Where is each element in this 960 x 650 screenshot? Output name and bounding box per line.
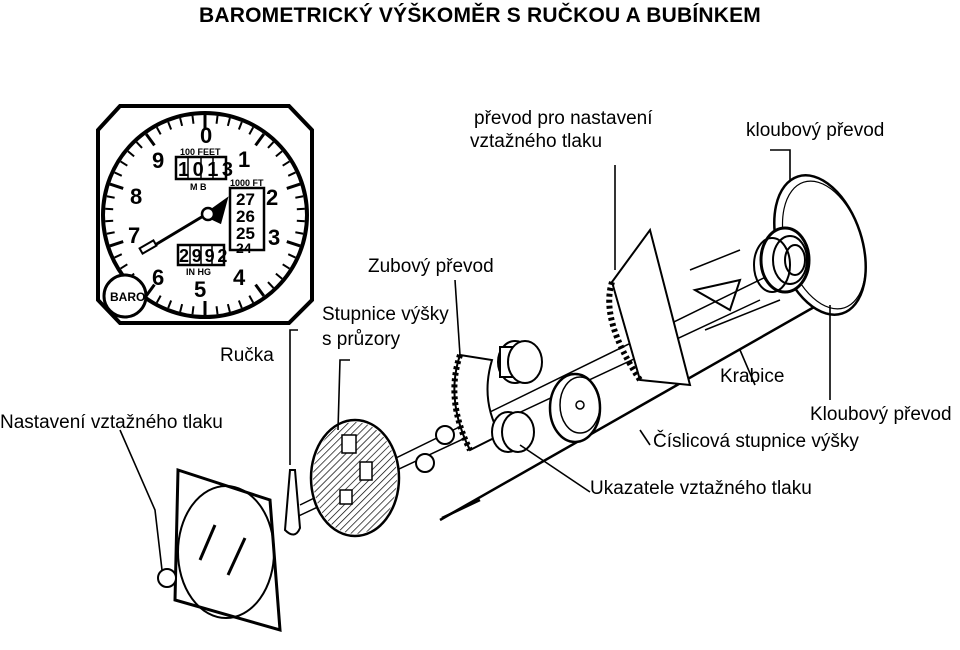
label-kloubovy-prevod-top: kloubový převod (746, 120, 885, 141)
feet-caption: 100 FEET (180, 147, 221, 157)
dial-tick (127, 150, 135, 158)
small-gear-1 (435, 425, 455, 445)
drum-bottom-value: 2992 (179, 246, 230, 266)
dial-tick (114, 171, 123, 177)
dial-tick (109, 240, 124, 248)
sector-gear (610, 227, 692, 387)
dial-number-9: 9 (152, 148, 164, 173)
dial-tick (135, 141, 143, 149)
label-prevod-nastaveni-line1: převod pro nastavení (474, 108, 653, 129)
dial-tick (226, 303, 231, 313)
exploded-mechanism (157, 174, 867, 633)
dial-tick (226, 117, 231, 127)
dial-texts: 0 1 2 3 4 5 6 7 8 9 100 FEET 1013 M B 10… (110, 123, 280, 304)
dial-tick (179, 303, 184, 313)
dial-tick (191, 115, 195, 124)
altitude-scale-disk (309, 418, 401, 538)
alt-window-27: 27 (236, 190, 255, 209)
dial-tick (109, 182, 124, 190)
dial-tick (191, 306, 195, 315)
label-stupnice-line1: Stupnice výšky (322, 304, 449, 325)
mb-caption: M B (190, 182, 207, 192)
label-krabice: Krabice (720, 366, 785, 387)
dial-tick (267, 141, 275, 149)
label-prevod-nastaveni-line2: vztažného tlaku (470, 131, 603, 152)
dial-pointer (138, 196, 229, 255)
dial-tick (254, 133, 265, 147)
dial-tick (286, 182, 301, 190)
dial-tick (145, 133, 156, 147)
label-ukazatele: Ukazatele vztažného tlaku (590, 478, 812, 499)
dial-number-5: 5 (194, 277, 206, 302)
label-ciselnikova-stupnice: Číslicová stupnice výšky (653, 431, 859, 452)
diagram-title: BAROMETRICKÝ VÝŠKOMĚR S RUČKOU A BUBÍNKE… (199, 4, 761, 27)
label-kloubovy-prevod-right: Kloubový převod (810, 404, 952, 425)
label-stupnice-line2: s průzory (322, 329, 401, 350)
dial-tick (296, 207, 305, 211)
dial-tick (254, 283, 265, 297)
dial-tick (105, 207, 114, 211)
alt-window-25: 25 (236, 224, 255, 243)
pointer-hand (283, 469, 302, 536)
dial-number-7: 7 (128, 223, 140, 248)
dial-tick (248, 126, 255, 135)
digit-wheel (548, 372, 602, 444)
dial-tick (267, 281, 275, 289)
dial-tick (295, 195, 304, 199)
dial-tick (120, 263, 128, 270)
dial-tick (120, 160, 128, 167)
dial-tick (296, 219, 305, 223)
dial-tick (114, 253, 123, 259)
label-rucka: Ručka (220, 345, 274, 366)
dial-number-6: 6 (152, 265, 164, 290)
baro-knob-label: BARO (110, 290, 145, 304)
leader-lines (119, 149, 831, 571)
dial-tick (215, 306, 219, 315)
dial-tick (287, 253, 296, 259)
dial-tick (275, 150, 283, 158)
dial-tick (275, 272, 283, 280)
dial-tick (106, 195, 115, 199)
dial-tick (286, 240, 301, 248)
dial-tick (167, 300, 173, 309)
dial-tick (167, 121, 173, 130)
label-nastaveni-vztazneho-tlaku: Nastavení vztažného tlaku (0, 412, 223, 433)
label-zubovy-prevod: Zubový převod (368, 256, 494, 277)
dial-tick (248, 295, 255, 304)
dial-tick (282, 263, 290, 270)
dial-number-1: 1 (238, 147, 250, 172)
drum-top-value: 1013 (178, 159, 237, 181)
thousand-ft-caption: 1000 FT (230, 178, 264, 188)
dial-number-0: 0 (200, 123, 212, 148)
dial-number-8: 8 (130, 184, 142, 209)
number-drums (491, 340, 543, 453)
alt-window-24: 24 (236, 240, 252, 256)
baro-knob (102, 273, 148, 319)
dial-tick (215, 115, 219, 124)
dial-tick (106, 231, 115, 235)
altimeter-front-dial (96, 104, 314, 325)
aneroid-capsule (753, 226, 811, 294)
small-gear-2 (415, 453, 435, 473)
dial-tick (295, 231, 304, 235)
dial-tick (179, 117, 184, 127)
dial-tick (287, 171, 296, 177)
dial-tick (237, 121, 243, 130)
dial-number-2: 2 (266, 185, 278, 210)
alt-window-26: 26 (236, 207, 255, 226)
dial-tick (155, 126, 162, 135)
dial-tick (282, 160, 290, 167)
dial-tick (155, 295, 162, 304)
dial-tick (145, 283, 156, 297)
dial-number-4: 4 (233, 265, 246, 290)
dial-tick (105, 219, 114, 223)
baro-knob-exploded (157, 568, 177, 588)
inhg-caption: IN HG (186, 267, 211, 277)
altitude-window (228, 186, 266, 252)
dial-tick (237, 300, 243, 309)
dial-number-3: 3 (268, 225, 280, 250)
front-case (173, 467, 282, 633)
